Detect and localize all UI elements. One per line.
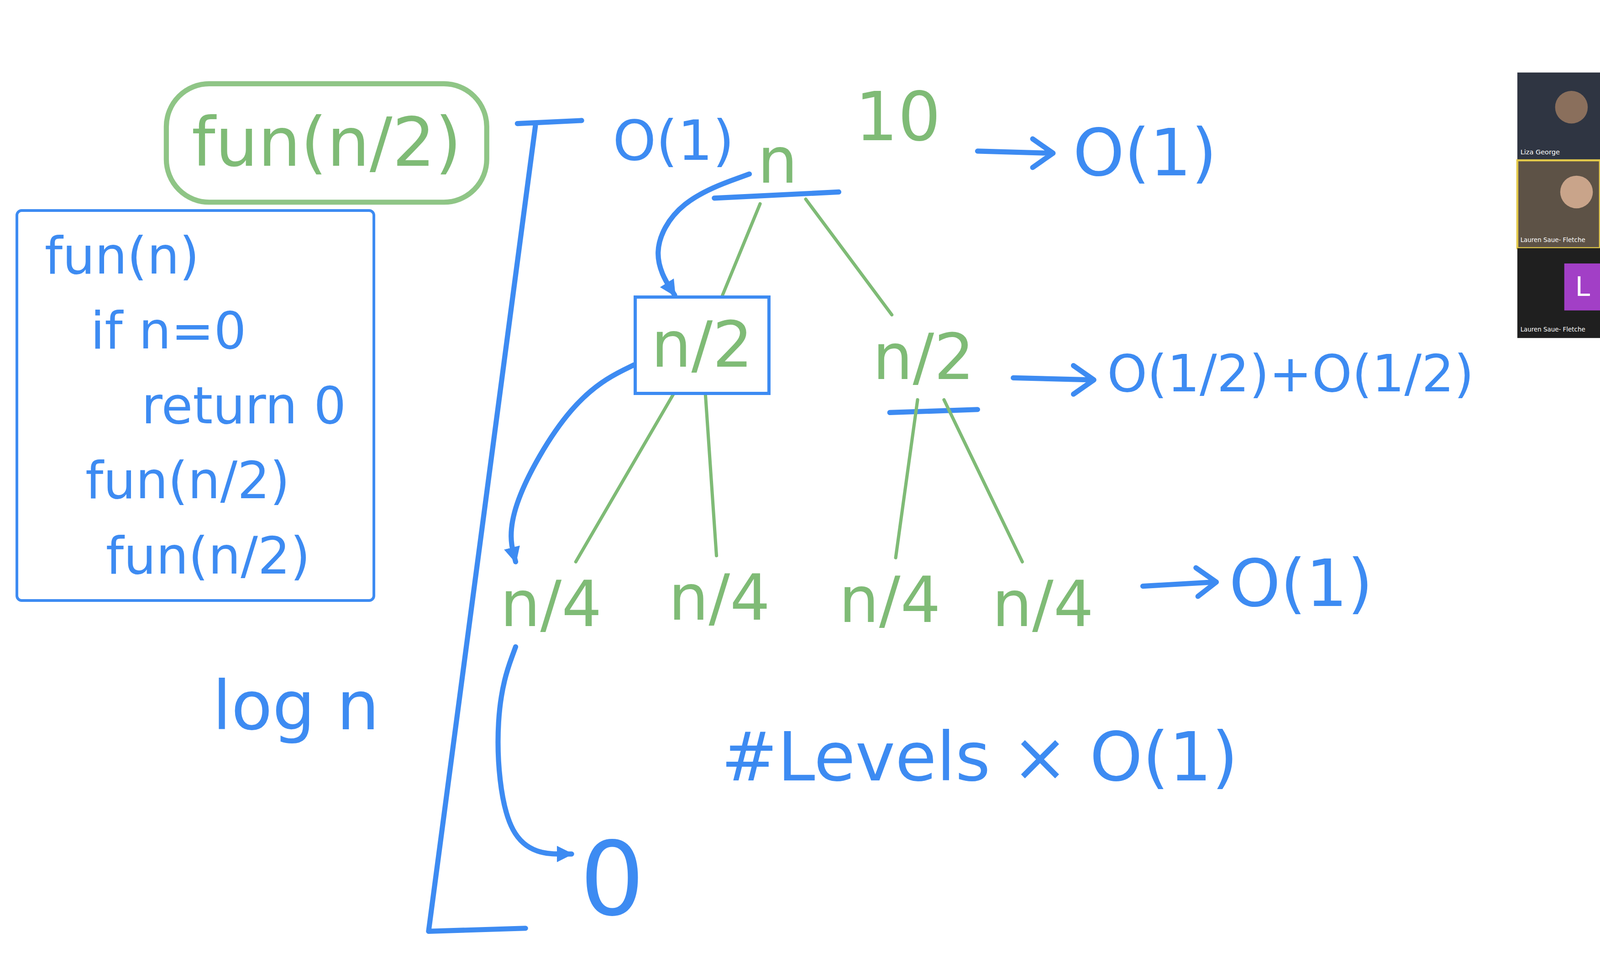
level-bracket <box>428 120 582 932</box>
video-tile <box>1517 72 1600 161</box>
tree-node: 0 <box>571 814 653 945</box>
tree-value: n/4 <box>500 567 603 641</box>
arrow-connector <box>498 646 572 854</box>
tree-value: n/4 <box>991 567 1094 641</box>
arrow-symbol <box>977 138 1053 168</box>
tree-node: n <box>749 118 807 204</box>
tree-node: n/4 <box>660 555 779 641</box>
tree-value: n <box>757 124 798 198</box>
participant-photo <box>1560 175 1594 209</box>
code-box: fun(n) if n=0 return 0 fun(n/2) fun(n/2) <box>15 209 376 602</box>
total-cost: #Levels × O(1) <box>721 718 1239 797</box>
complexity-note: log n <box>212 667 380 745</box>
sample-value: 10 <box>855 78 941 157</box>
tree-branch <box>944 399 1023 562</box>
green-loop <box>166 83 487 202</box>
participant-name: Lauren Saue- Fletche <box>1520 236 1586 244</box>
tree-branch <box>805 199 892 315</box>
tree-node: n/4 <box>983 561 1102 647</box>
arrow-connector <box>658 173 750 295</box>
tree-value: n/2 <box>651 308 754 382</box>
avatar-square <box>1564 263 1600 311</box>
boxed-tree-node: n/2 <box>633 295 771 395</box>
tree-node: n/4 <box>830 557 949 643</box>
participant-photo <box>1555 90 1589 124</box>
cost-note: O(1) <box>1072 115 1217 191</box>
cost-note: O(1/2)+O(1/2) <box>1106 344 1475 404</box>
arrow-symbol <box>1143 567 1217 597</box>
tree-branch <box>895 399 918 558</box>
arrow-symbol <box>1013 365 1095 395</box>
tree-value: n/4 <box>668 561 771 635</box>
code-line: fun(n) <box>44 226 347 286</box>
code-line: fun(n/2) <box>105 526 347 586</box>
code-line: if n=0 <box>90 301 347 361</box>
tree-branch <box>705 394 717 556</box>
tree-node: n/4 <box>492 561 610 647</box>
cost-note: O(1) <box>612 109 735 173</box>
code-line: return 0 <box>141 376 347 436</box>
participant-name: Lauren Saue- Fletche <box>1520 325 1586 333</box>
participant-name: Liza George <box>1520 148 1560 157</box>
underline <box>889 409 978 413</box>
tree-value: n/4 <box>839 563 941 637</box>
tree-value: n/2 <box>872 320 975 394</box>
arrow-connector <box>511 364 635 562</box>
cost-note: O(1) <box>1228 545 1373 622</box>
tree-branch <box>722 203 761 295</box>
tree-node: n/2 <box>864 314 983 400</box>
tree-branch <box>575 394 673 562</box>
tree-value: 0 <box>579 820 645 939</box>
green-call: fun(n/2) <box>191 104 462 182</box>
avatar-letter: L <box>1575 271 1590 303</box>
code-line: fun(n/2) <box>85 451 347 510</box>
video-tile <box>1517 160 1600 248</box>
video-tile <box>1517 247 1600 338</box>
